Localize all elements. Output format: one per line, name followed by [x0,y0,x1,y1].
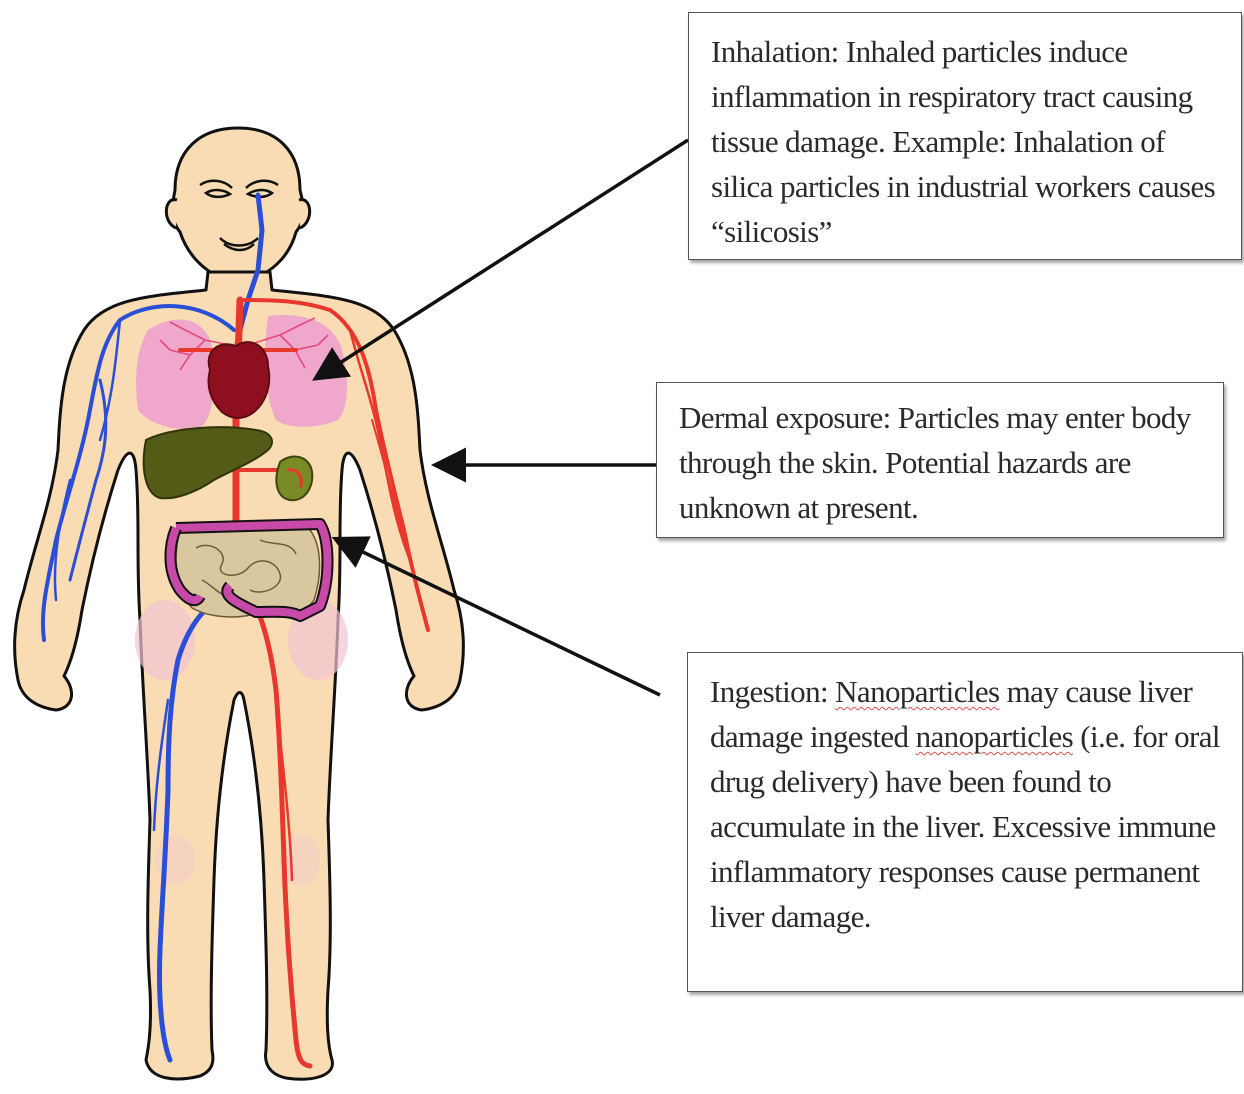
inhalation-callout: Inhalation: Inhaled particles induce inf… [688,12,1242,260]
ingestion-arrow [338,540,660,695]
intestines [170,523,327,617]
heart [209,342,270,418]
dermal-exposure-callout: Dermal exposure: Particles may enter bod… [656,382,1224,538]
inhalation-arrow [318,140,688,377]
ingestion-prefix: Ingestion: [710,674,835,709]
kidney [276,457,312,501]
nanoparticles-term: Nanoparticles [835,674,999,709]
ingestion-text: Ingestion: Nanoparticles may cause liver… [710,669,1234,939]
dermal-exposure-text: Dermal exposure: Particles may enter bod… [679,395,1213,530]
inhalation-text: Inhalation: Inhaled particles induce inf… [711,29,1231,254]
ingestion-callout: Ingestion: Nanoparticles may cause liver… [687,652,1243,992]
nanoparticles-term-2: nanoparticles [916,719,1073,754]
